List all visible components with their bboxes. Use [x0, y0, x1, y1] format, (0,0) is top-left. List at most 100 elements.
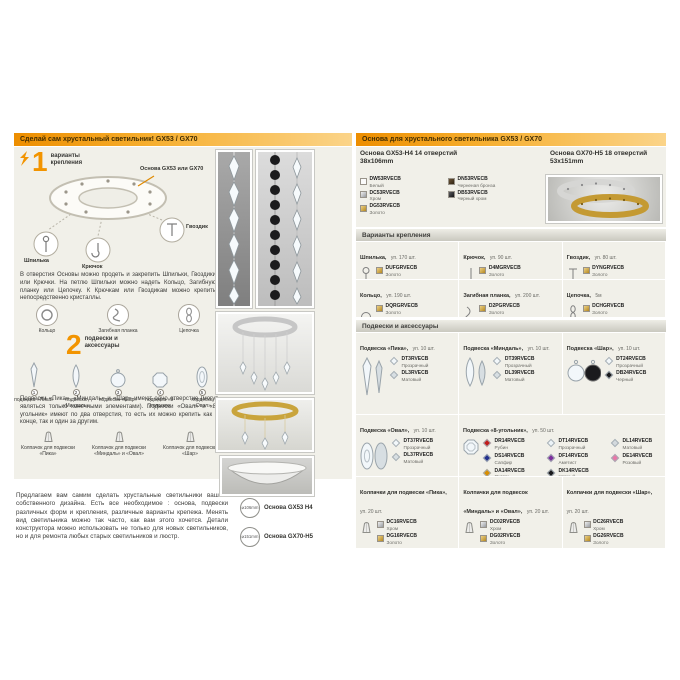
chrome-swatch [377, 520, 384, 528]
pika-pendant-icon [360, 357, 386, 397]
cap-label: Колпачок для подвески «Миндаль» и «Овал» [92, 445, 146, 457]
product-code: DUFGRVECB [385, 265, 418, 272]
gold-swatch [582, 266, 590, 274]
mount-qty: уп. 90 шт. [489, 255, 512, 261]
step-1-label: варианты крепления [50, 153, 83, 166]
finish-name: Черненая бронза [457, 182, 496, 188]
finish-name: Золото [592, 309, 608, 315]
product-code: DC16RVECB [386, 519, 417, 526]
gold-swatch [376, 304, 383, 312]
fastener-ring: Кольцо [16, 304, 78, 334]
product-code: DT3RVECB [401, 356, 429, 363]
almond-pendant-icon [70, 358, 82, 388]
finish-name: Прозрачный [558, 444, 586, 450]
finish-name: Матовый [622, 444, 643, 450]
gold-swatch [360, 204, 367, 212]
pendant-number-badge: 2 [72, 389, 80, 396]
product-code: DE14RVECB [622, 452, 653, 459]
chandelier-photo-gold [216, 398, 314, 452]
mount-name: Гвоздик, [566, 255, 591, 261]
bases-section: Основа GX53-H4 14 отверстий 38x106mm DW5… [356, 147, 666, 227]
bend-plate-icon [463, 304, 475, 317]
finish-name: Черный [558, 474, 576, 477]
ruby-gem-swatch [482, 438, 492, 448]
caps-name: Колпачки для подвески «Пика», [360, 490, 447, 496]
pendant-item-mindal: Подвеска «Миндаль», уп. 10 шт. DT39RVECB… [459, 333, 563, 415]
pendant-number-badge: 3 [114, 389, 122, 396]
cap-icon [113, 430, 126, 443]
pendant-name: Подвеска «Миндаль», [463, 346, 524, 352]
chandelier-photo-chrome [216, 312, 314, 394]
pendant-name: Подвеска «8-угольник», [463, 428, 528, 434]
almond-pendant-icon [463, 357, 489, 393]
step-2-label: подвески и аксессуары [84, 336, 120, 349]
pendants-section-title: Подвески и аксессуары [362, 322, 439, 330]
pendant-qty: уп. 10 шт. [618, 346, 641, 352]
mount-qty: уп. 170 шт. [390, 255, 416, 261]
pendant-name: Подвеска «Пика», [360, 346, 409, 352]
fastener-chain: Цепочка [158, 304, 220, 334]
caps-qty: уп. 20 шт. [526, 509, 549, 516]
mounting-section-header: Варианты крепления [356, 229, 666, 241]
mount-qty: уп. 190 шт. [386, 293, 412, 299]
mount-name: Загибная планка, [463, 293, 511, 299]
fastener-bend-plate: Загибная планка [87, 304, 149, 334]
bronze-swatch [448, 177, 455, 185]
clear-gem-swatch [493, 356, 502, 366]
base-diagram-drawing [33, 175, 185, 263]
pendant-number-badge: 1 [30, 389, 38, 396]
gold-swatch [479, 304, 487, 312]
crystal-bowl-photo [220, 456, 314, 496]
finish-name: Рубин [494, 444, 508, 450]
finish-name: Золото [592, 271, 608, 277]
ball-pendant-icon [567, 357, 601, 387]
pendant-types-row: 1 подвеска «Пика» 2 подвеска «Миндаль» 3… [14, 358, 222, 409]
marketing-footer-text: Предлагаем вам самим сделать хрустальные… [16, 492, 228, 541]
finish-name: Золото [385, 309, 401, 315]
caps-grid: Колпачки для подвески «Пика», уп. 20 шт.… [356, 477, 666, 549]
finish-name: Золото [488, 309, 505, 315]
product-code: DG16RVECB [386, 533, 417, 540]
fastener-label: Загибная планка [98, 328, 138, 334]
gold-swatch [583, 534, 591, 542]
clear-gem-swatch [391, 438, 401, 448]
gold-swatch [376, 266, 383, 274]
bend-plate-icon [107, 304, 129, 326]
product-code: DR14RVECB [494, 438, 525, 445]
octagon-pendant-icon [463, 439, 479, 455]
finish-name: Матовый [401, 376, 422, 382]
product-code: DK14RVECB [558, 467, 589, 474]
fastener-label: Кольцо [38, 328, 56, 334]
product-code: DF14RVECB [558, 452, 589, 459]
pendant-qty: уп. 10 шт. [412, 346, 435, 352]
pendant-qty: уп. 50 шт. [532, 428, 555, 434]
product-code: DCHGRVECB [592, 303, 625, 310]
mount-qty: уп. 80 шт. [594, 255, 617, 261]
gold-swatch [377, 534, 384, 542]
mounting-description: В отверстия Основы можно продеть и закре… [20, 272, 216, 302]
finish-name: Белый [369, 182, 384, 188]
gx70-title: Основа GX70-H5 18 отверстий [550, 150, 648, 157]
amber-gem-swatch [482, 468, 492, 476]
fastener-options-row: Кольцо Загибная планка Цепочка [16, 304, 220, 334]
black-chrome-swatch [448, 191, 455, 199]
product-code: DL37RVECB [403, 451, 434, 458]
